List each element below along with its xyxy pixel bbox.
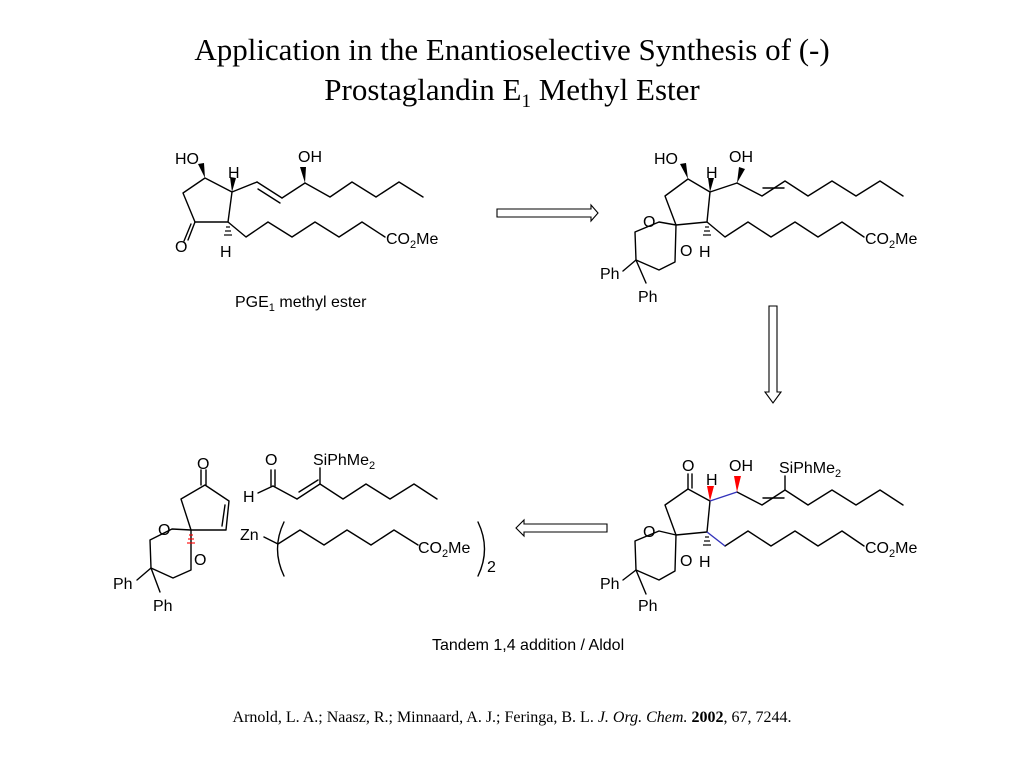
enal-o-label: O	[265, 452, 277, 469]
aldol-o-bottom-label: O	[680, 553, 692, 570]
aldol-red-wedge-oh	[734, 476, 741, 492]
ketal-h-bottom-label: H	[699, 244, 711, 261]
aldol-new-bond-1	[709, 491, 738, 502]
ketal-hash-h-bottom	[703, 226, 711, 236]
zinc-count-label: 2	[487, 559, 496, 576]
tandem-caption: Tandem 1,4 addition / Aldol	[432, 637, 624, 654]
zinc-ester-label: CO2Me	[418, 540, 470, 560]
pge1-oh-label: OH	[298, 149, 322, 166]
ketal-wedge-oh	[737, 167, 745, 183]
pge1-wedge-oh	[300, 167, 306, 183]
zinc-bonds	[263, 521, 486, 577]
arrow-left	[515, 518, 608, 538]
pge1-ketone-o-label: O	[175, 239, 187, 256]
pge1-h-bottom-label: H	[220, 244, 232, 261]
pge1-wedge-ho	[198, 163, 205, 178]
aldol-silyl-label: SiPhMe2	[779, 460, 841, 480]
aldol-hash-h-bottom	[703, 536, 711, 546]
molecule-pge1-methyl-ester: HO OH H H O CO2Me PGE1 methyl ester	[175, 149, 438, 314]
ketal-ph1-label: Ph	[600, 266, 620, 283]
pge1-wedge-h-top	[230, 177, 236, 192]
molecule-silyl-enal: O H SiPhMe2	[243, 452, 438, 506]
arrow-down	[763, 305, 783, 404]
enone-ph2-label: Ph	[153, 598, 173, 615]
enone-ph1-label: Ph	[113, 576, 133, 593]
enone-hash-spiro	[187, 534, 195, 544]
aldol-ester-label: CO2Me	[865, 540, 917, 560]
aldol-bonds	[622, 473, 904, 595]
citation-authors: Arnold, L. A.; Naasz, R.; Minnaard, A. J…	[232, 709, 598, 726]
pge1-h-top-label: H	[228, 165, 240, 182]
aldol-o-top-label: O	[643, 524, 655, 541]
pge1-ho-label: HO	[175, 151, 199, 168]
citation-rest: , 67, 7244.	[723, 709, 792, 726]
enal-bonds	[257, 467, 438, 500]
enal-h-label: H	[243, 489, 255, 506]
molecule-dialkylzinc: Zn CO2Me 2	[240, 521, 496, 577]
aldol-ketone-o-label: O	[682, 458, 694, 475]
enone-o-top-label: O	[158, 522, 170, 539]
title-line-1: Application in the Enantioselective Synt…	[194, 32, 830, 67]
ketal-ph2-label: Ph	[638, 289, 658, 306]
molecule-aldol-product: O OH H H SiPhMe2 O O Ph Ph CO2Me	[600, 458, 917, 615]
ketal-o-bottom-label: O	[680, 243, 692, 260]
ketal-oh-label: OH	[729, 149, 753, 166]
ketal-wedge-h-top	[708, 178, 714, 192]
title-line-2: Prostaglandin E1 Methyl Ester	[0, 70, 1024, 122]
enone-o-bottom-label: O	[194, 552, 206, 569]
arrow-right-1	[496, 203, 599, 223]
enal-silyl-label: SiPhMe2	[313, 452, 375, 472]
molecule-spiro-enone: O O O Ph Ph	[113, 456, 230, 615]
enone-bonds	[136, 469, 230, 593]
ketal-h-top-label: H	[706, 165, 718, 182]
title-line-2-rest: Methyl Ester	[530, 72, 700, 107]
ketal-wedge-ho	[680, 163, 688, 179]
aldol-ph2-label: Ph	[638, 598, 658, 615]
ketal-ester-label: CO2Me	[865, 231, 917, 251]
title-line-2-main: Prostaglandin E	[324, 72, 522, 107]
aldol-ph1-label: Ph	[600, 576, 620, 593]
aldol-oh-label: OH	[729, 458, 753, 475]
enone-ketone-o-label: O	[197, 456, 209, 473]
ketal-o-top-label: O	[643, 214, 655, 231]
zinc-zn-label: Zn	[240, 527, 259, 544]
pge1-caption: PGE1 methyl ester	[235, 294, 367, 314]
ketal-ho-label: HO	[654, 151, 678, 168]
pge1-ester-label: CO2Me	[386, 231, 438, 251]
molecule-ketal-diol: HO OH H H O O Ph Ph CO2Me	[600, 149, 917, 306]
slide-title: Application in the Enantioselective Synt…	[0, 30, 1024, 122]
pge1-bonds	[182, 177, 424, 242]
citation: Arnold, L. A.; Naasz, R.; Minnaard, A. J…	[0, 709, 1024, 727]
ketal-diol-bonds	[622, 178, 904, 284]
pge1-hash-h-bottom	[224, 226, 232, 236]
aldol-h-bottom-label: H	[699, 554, 711, 571]
citation-journal: J. Org. Chem.	[597, 709, 688, 726]
aldol-red-wedge-h	[707, 486, 714, 501]
title-subscript: 1	[521, 91, 531, 112]
citation-year: 2002	[691, 709, 724, 726]
aldol-h-top-label: H	[706, 472, 718, 489]
aldol-new-bond-2	[706, 531, 726, 547]
